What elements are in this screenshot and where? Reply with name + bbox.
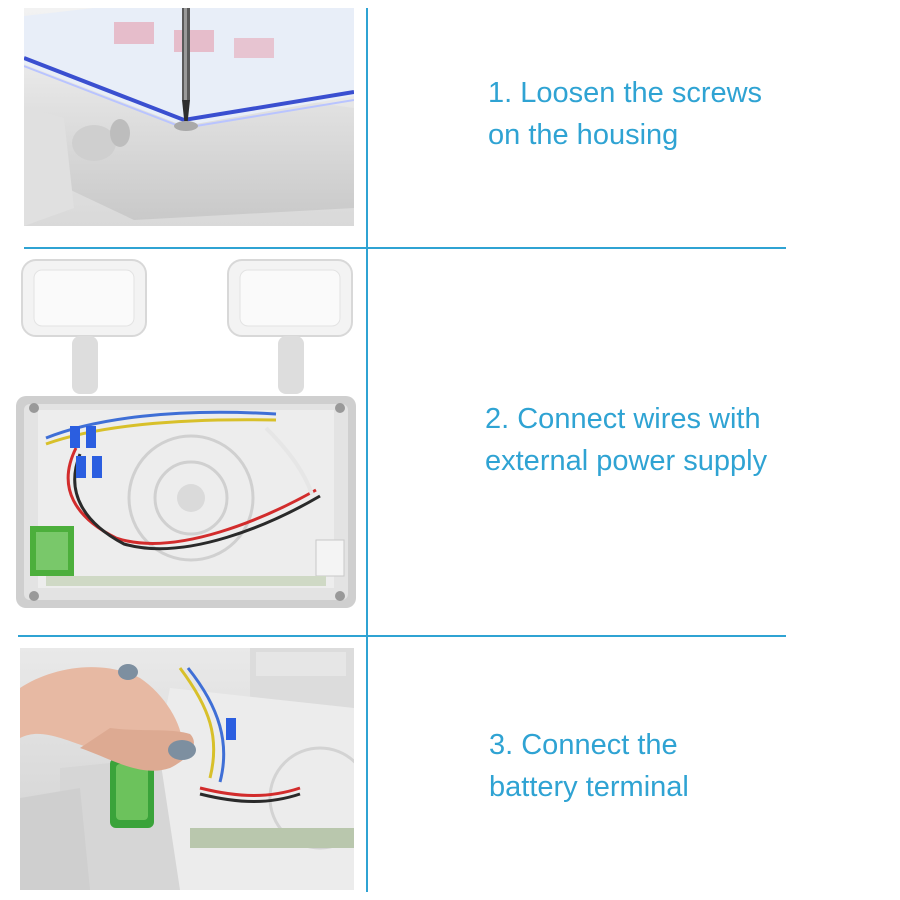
battery-terminal-photo	[20, 648, 354, 890]
column-divider	[366, 8, 368, 892]
screwdriver-housing-photo	[24, 8, 354, 226]
step-1-text: 1. Loosen the screws on the housing	[488, 72, 762, 156]
step-3-line-1: 3. Connect the	[489, 729, 678, 761]
row-divider-1	[24, 247, 786, 249]
step-1-line-1: 1. Loosen the screws	[488, 77, 763, 109]
step-2-line-1: 2. Connect wires with	[485, 403, 761, 435]
step-2-text: 2. Connect wires with external power sup…	[485, 398, 767, 482]
step-3-line-2: battery terminal	[489, 771, 689, 803]
step-1-line-2: on the housing	[488, 119, 679, 151]
open-wiring-photo	[16, 258, 358, 612]
step-3-text: 3. Connect the battery terminal	[489, 724, 689, 808]
row-divider-2	[18, 635, 786, 637]
step-2-line-2: external power supply	[485, 445, 768, 477]
